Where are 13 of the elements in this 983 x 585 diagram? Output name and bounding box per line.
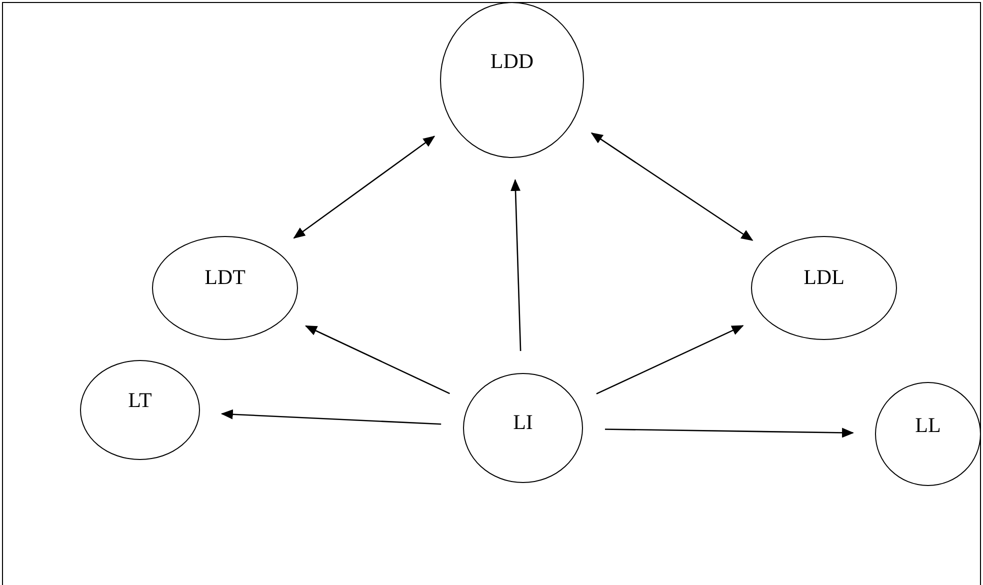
- arrow: [220, 409, 442, 425]
- arrow: [604, 428, 854, 438]
- node-label: LDT: [204, 266, 246, 290]
- node-label: LDL: [804, 266, 844, 290]
- node-label: LI: [513, 411, 533, 434]
- node-label: LL: [915, 414, 941, 438]
- node-label: LT: [128, 389, 152, 412]
- node-label: LDD: [490, 50, 534, 73]
- arrow: [304, 325, 450, 394]
- arrow: [510, 178, 522, 352]
- arrow: [596, 325, 744, 394]
- arrow: [293, 136, 436, 239]
- arrow: [590, 132, 754, 241]
